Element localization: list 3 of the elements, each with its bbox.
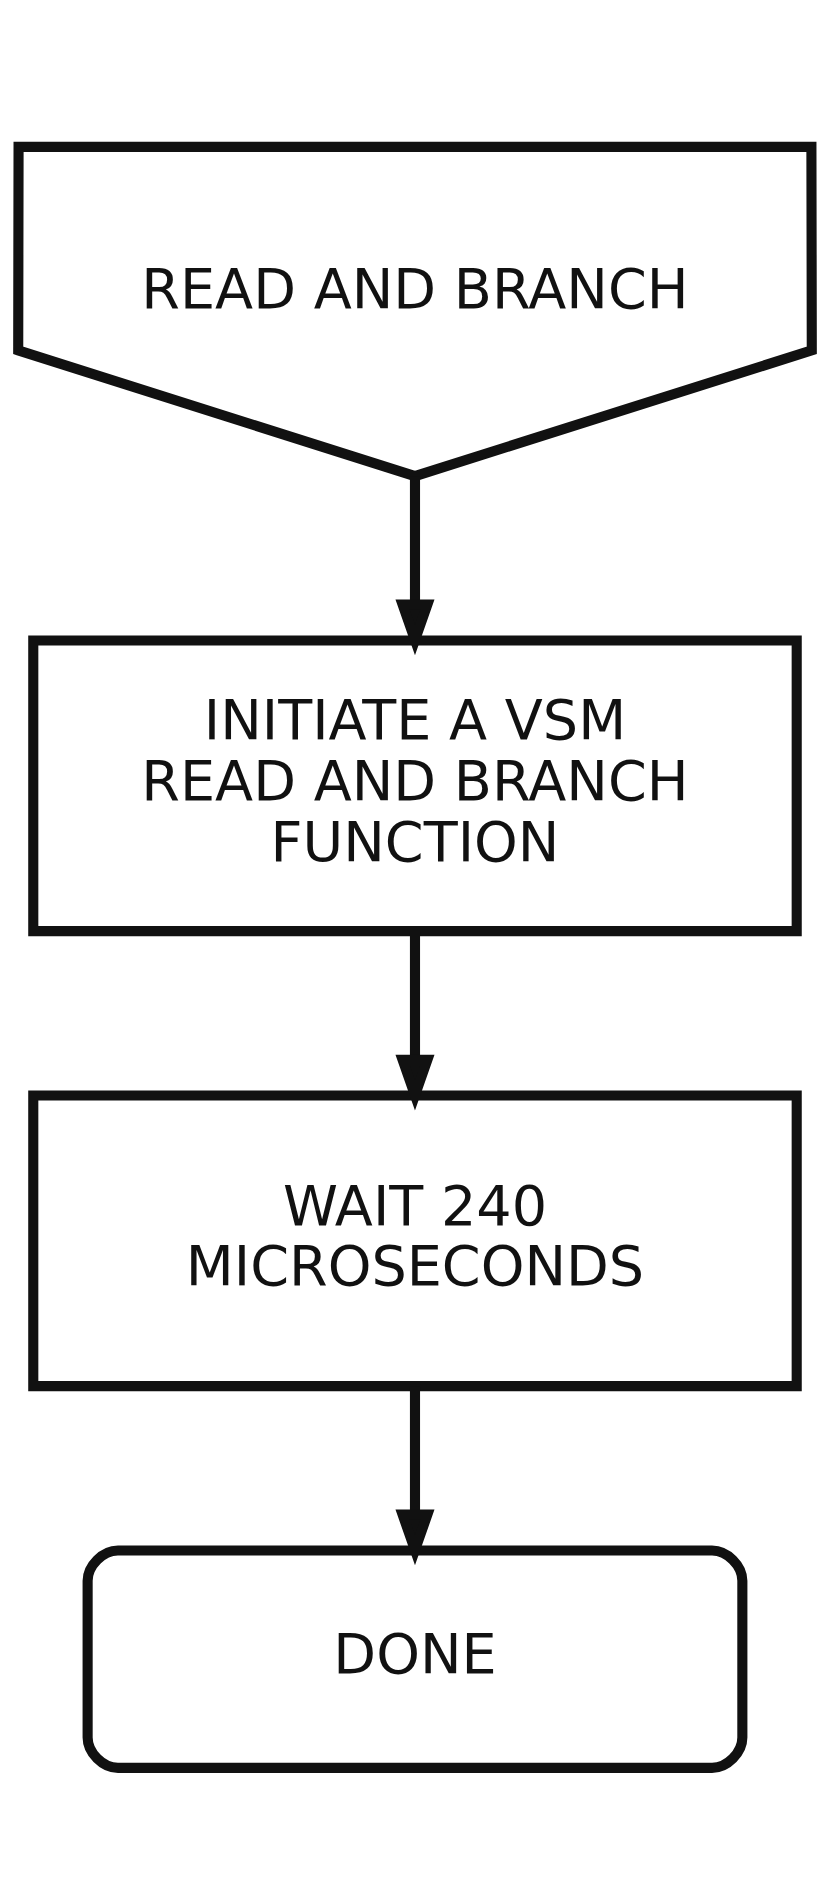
node-box: WAIT 240 MICROSECONDS (28, 1089, 802, 1391)
node-box: DONE (82, 1544, 748, 1773)
node-box: INITIATE A VSM READ AND BRANCH FUNCTION (28, 634, 802, 936)
